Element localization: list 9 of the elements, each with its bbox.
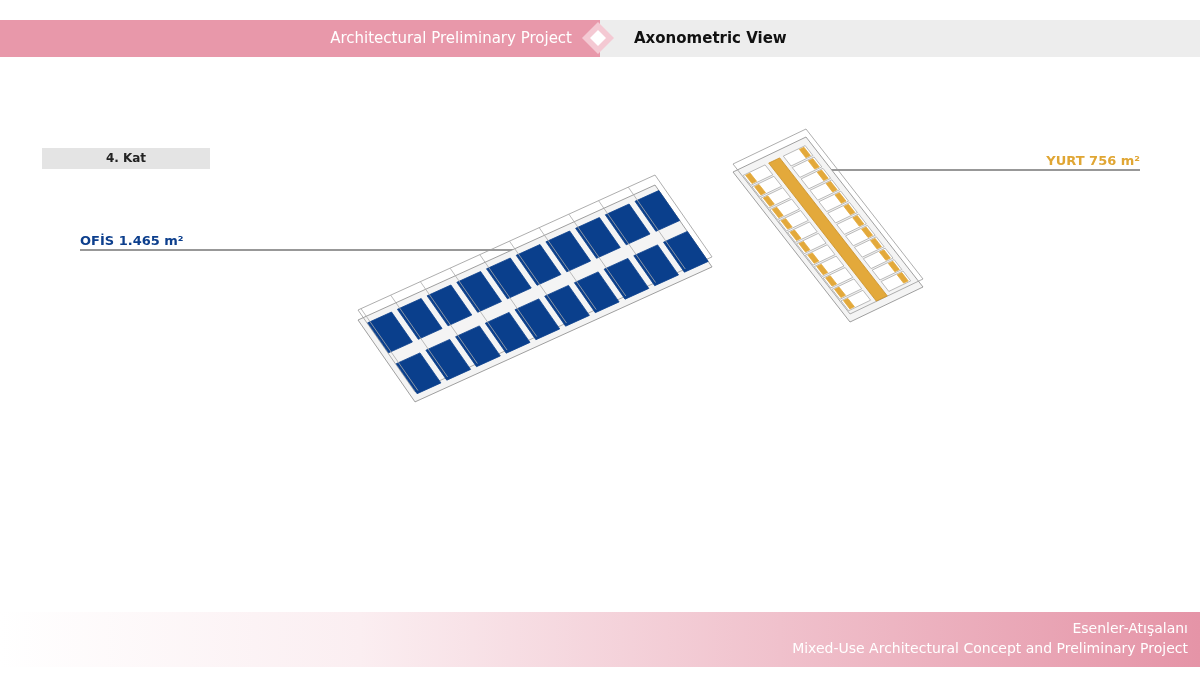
view-title: Axonometric View bbox=[634, 29, 787, 47]
area-label: OFİS 1.465 m² bbox=[80, 233, 184, 248]
floor-tag: 4. Kat bbox=[42, 148, 210, 169]
area-label: YURT 756 m² bbox=[1046, 153, 1140, 168]
header-title: Architectural Preliminary Project bbox=[330, 29, 572, 47]
project-subtitle: Mixed-Use Architectural Concept and Preliminary Project bbox=[792, 640, 1188, 656]
dormitory-floor-drawing bbox=[732, 128, 924, 323]
office-floor-drawing bbox=[357, 174, 713, 403]
project-location: Esenler-Atışalanı bbox=[1072, 620, 1188, 636]
